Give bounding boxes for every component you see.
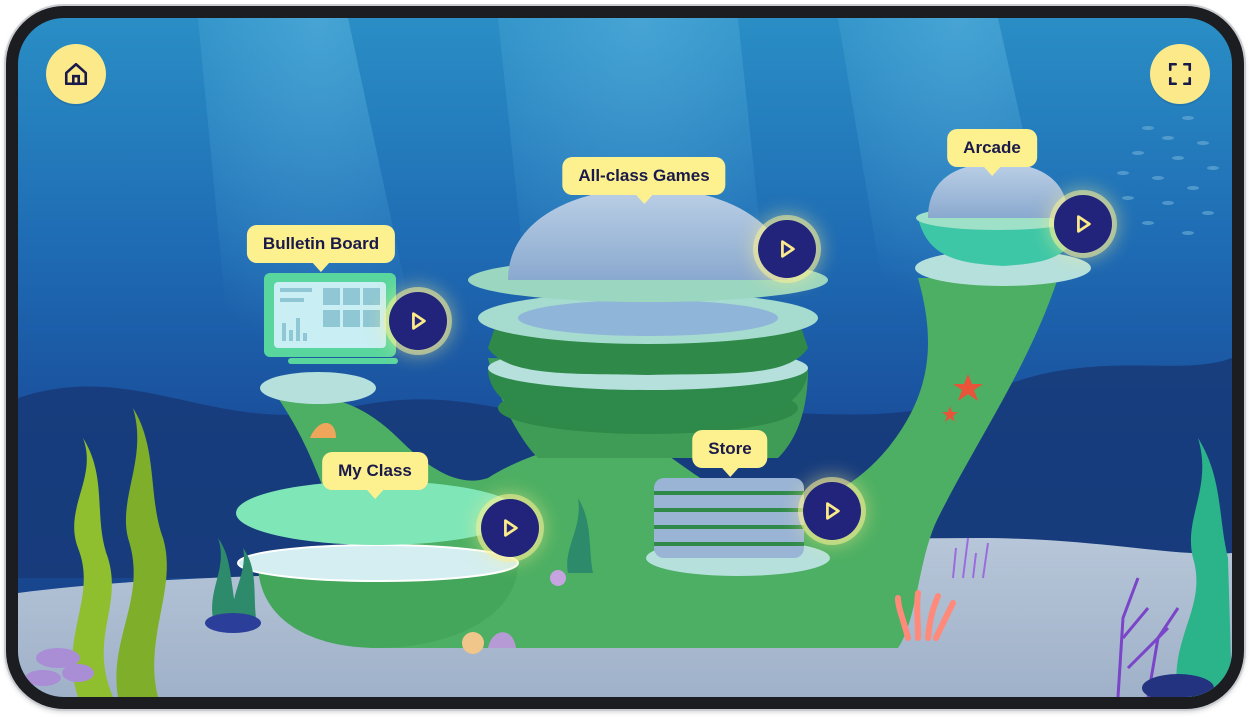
kelp-left xyxy=(72,408,167,697)
bulletin-board-label[interactable]: Bulletin Board xyxy=(246,225,396,263)
seaweed-middle xyxy=(567,498,593,573)
rock xyxy=(205,613,261,633)
store-play-button[interactable] xyxy=(803,482,861,540)
arcade-label[interactable]: Arcade xyxy=(947,129,1037,167)
purple-fan-coral-mid xyxy=(952,537,989,579)
underwater-scene xyxy=(18,18,1232,697)
arcade-columns xyxy=(918,218,1083,266)
fullscreen-icon xyxy=(1168,62,1192,86)
play-icon xyxy=(504,519,518,537)
play-icon xyxy=(781,240,795,258)
allclass-dome xyxy=(508,188,788,280)
arcade-dome xyxy=(928,163,1068,218)
rock xyxy=(1142,674,1214,697)
myclass-glass xyxy=(237,544,519,582)
seashell-icon xyxy=(310,423,336,438)
pink-coral xyxy=(895,590,956,641)
store-rings xyxy=(654,491,804,546)
bulletin-board-graph xyxy=(280,288,380,341)
play-icon xyxy=(412,312,426,330)
purple-coral-left xyxy=(25,648,94,686)
seashell-icon xyxy=(488,632,516,648)
bulletin-stand xyxy=(288,358,398,364)
starfish-icon xyxy=(942,406,958,422)
bulletin-platform xyxy=(260,372,376,404)
all-class-games-play-button[interactable] xyxy=(758,220,816,278)
my-class-label[interactable]: My Class xyxy=(322,452,428,490)
purple-fan-coral xyxy=(1116,577,1180,697)
store-tower xyxy=(654,478,804,558)
home-icon xyxy=(64,62,88,86)
home-button[interactable] xyxy=(46,44,106,104)
kelp-right xyxy=(1176,438,1232,697)
play-icon xyxy=(1077,215,1091,233)
play-icon xyxy=(826,502,840,520)
myclass-roof xyxy=(236,481,520,545)
tablet-frame: Bulletin Board All-class Games Arcade St… xyxy=(6,6,1244,709)
fish-school xyxy=(1117,116,1219,235)
my-class-play-button[interactable] xyxy=(481,499,539,557)
store-label[interactable]: Store xyxy=(692,430,768,468)
all-class-games-label[interactable]: All-class Games xyxy=(562,157,726,195)
game-screen: Bulletin Board All-class Games Arcade St… xyxy=(18,18,1232,697)
bulletin-board-play-button[interactable] xyxy=(389,292,447,350)
myclass-base xyxy=(258,563,518,648)
seaweed-left xyxy=(212,538,256,618)
allclass-ring xyxy=(518,300,778,336)
fullscreen-button[interactable] xyxy=(1150,44,1210,104)
sea-anemone xyxy=(550,570,566,586)
arcade-play-button[interactable] xyxy=(1054,195,1112,253)
starfish-icon xyxy=(953,374,983,401)
sand-dollar-icon xyxy=(462,632,484,654)
